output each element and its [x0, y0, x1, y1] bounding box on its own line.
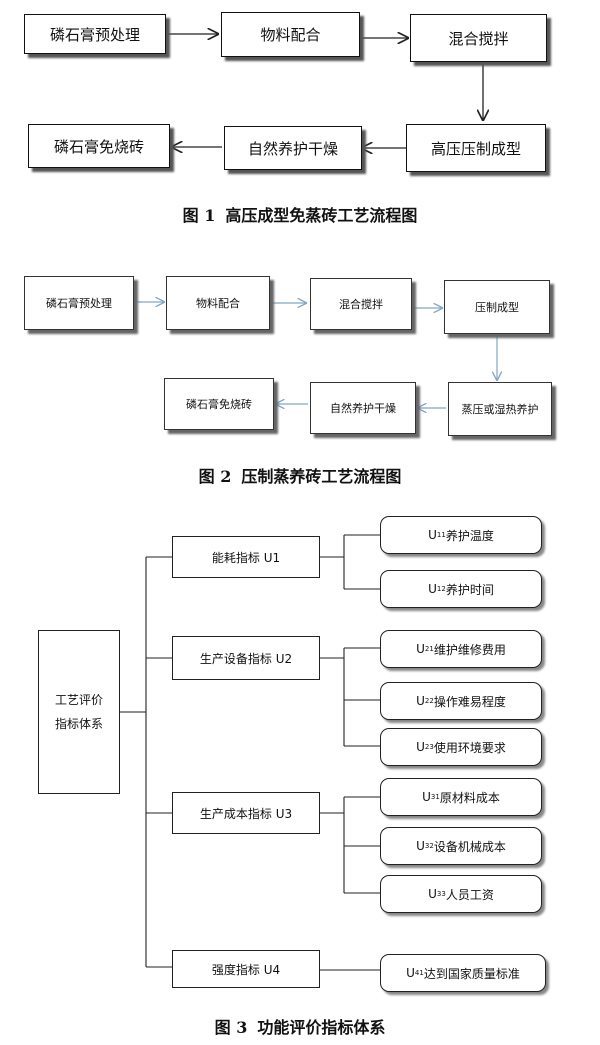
leaf-sub: 31: [430, 793, 440, 801]
leaf-code: U: [416, 694, 425, 708]
fig2-node-forming: 压制成型: [444, 280, 550, 334]
leaf-text: 达到国家质量标准: [423, 966, 520, 981]
leaf-code: U: [416, 839, 425, 853]
fig2-caption: 图 2 压制蒸养砖工艺流程图: [0, 463, 600, 487]
fig2-arrows: [134, 302, 497, 408]
leaf-text: 维护维修费用: [433, 642, 506, 657]
fig3-caption-number: 图 3: [214, 1018, 248, 1037]
leaf-text: 原材料成本: [439, 790, 500, 805]
fig3-root-line2: 指标体系: [54, 717, 103, 731]
leaf-sub: 11: [436, 531, 446, 539]
fig3-group-u1: 能耗指标 U1: [172, 536, 320, 578]
fig1-arrows: [166, 34, 483, 148]
fig3-caption-text: 功能评价指标体系: [257, 1018, 386, 1037]
fig1-caption-text: 高压成型免蒸砖工艺流程图: [225, 206, 418, 225]
fig3-group-u4: 强度指标 U4: [172, 950, 320, 988]
leaf-code: U: [422, 790, 431, 804]
fig2-node-brick: 磷石膏免烧砖: [164, 378, 274, 430]
fig3-root-node: 工艺评价 指标体系: [38, 630, 120, 794]
fig2-caption-number: 图 2: [198, 467, 232, 486]
fig3-group-u2: 生产设备指标 U2: [172, 636, 320, 680]
fig1-node-pre: 磷石膏预处理: [24, 14, 166, 54]
fig1-node-forming: 高压压制成型: [406, 124, 546, 172]
fig2-node-mix-ratio: 物料配合: [166, 276, 270, 330]
leaf-text: 设备机械成本: [433, 839, 506, 854]
leaf-text: 使用环境要求: [433, 740, 506, 755]
leaf-sub: 12: [436, 585, 446, 593]
leaf-text: 养护时间: [445, 582, 494, 597]
fig3-caption: 图 3 功能评价指标体系: [0, 1014, 600, 1038]
fig3-root-line1: 工艺评价: [54, 693, 103, 707]
leaf-code: U: [428, 582, 437, 596]
leaf-code: U: [416, 642, 425, 656]
fig3-group-u3: 生产成本指标 U3: [172, 792, 320, 834]
fig1-node-mixing: 混合搅拌: [410, 14, 547, 62]
fig2-node-pre: 磷石膏预处理: [24, 276, 134, 330]
leaf-sub: 23: [424, 743, 434, 751]
leaf-code: U: [428, 887, 437, 901]
leaf-code: U: [428, 528, 437, 542]
leaf-text: 养护温度: [445, 528, 494, 543]
leaf-text: 操作难易程度: [433, 694, 506, 709]
fig1-node-mix-ratio: 物料配合: [221, 12, 360, 57]
fig1-caption: 图 1 高压成型免蒸砖工艺流程图: [0, 202, 600, 226]
fig2-caption-text: 压制蒸养砖工艺流程图: [241, 467, 402, 486]
fig1-caption-number: 图 1: [182, 206, 216, 225]
leaf-sub: 33: [436, 890, 446, 898]
fig2-node-curing: 自然养护干燥: [310, 382, 416, 434]
leaf-sub: 32: [424, 842, 434, 850]
leaf-sub: 22: [424, 697, 434, 705]
fig1-node-curing: 自然养护干燥: [224, 126, 362, 170]
leaf-sub: 21: [424, 645, 434, 653]
leaf-code: U: [416, 740, 425, 754]
fig2-node-mixing: 混合搅拌: [310, 278, 412, 330]
leaf-code: U: [406, 966, 415, 980]
fig3-tree-lines: [120, 534, 380, 971]
leaf-sub: 41: [414, 969, 424, 977]
fig2-node-steam: 蒸压或湿热养护: [448, 382, 552, 436]
leaf-text: 人员工资: [445, 887, 494, 902]
fig1-node-brick: 磷石膏免烧砖: [28, 124, 170, 168]
